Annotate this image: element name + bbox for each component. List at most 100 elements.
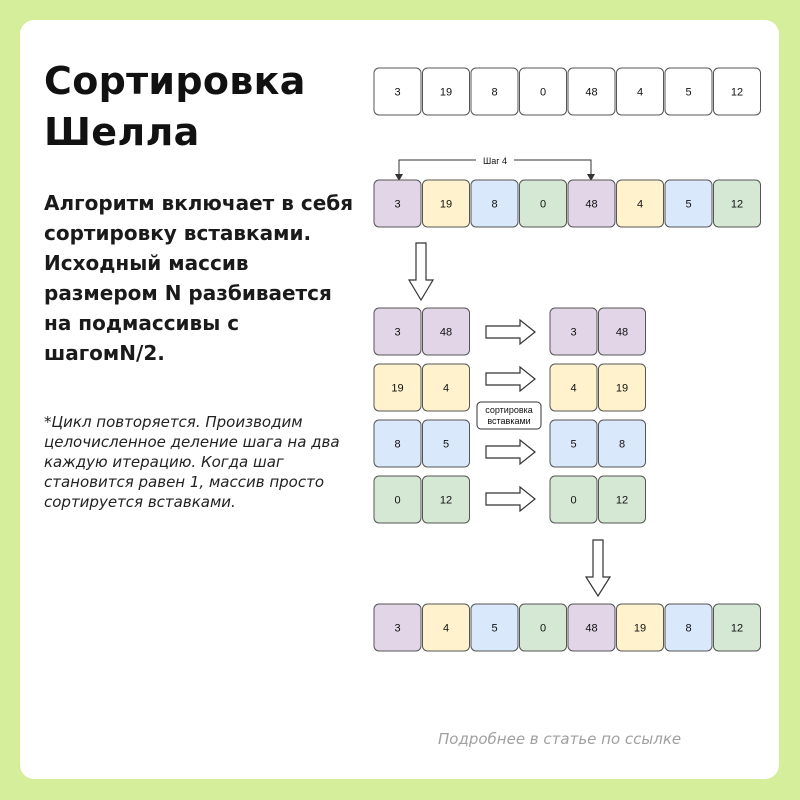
array-cell-box: [519, 67, 567, 116]
array-cell-box: [519, 603, 567, 652]
array-cell: 4: [422, 363, 470, 412]
array-cell-box: [598, 307, 646, 356]
array-cell-box: [422, 475, 470, 524]
algorithm-description: Алгоритм включает в себя сортировку вста…: [44, 191, 354, 365]
array-cell: 0: [519, 67, 567, 116]
array-cell: 19: [422, 67, 470, 116]
array-cell-box: [373, 67, 422, 116]
array-cell: 12: [422, 475, 470, 524]
down-arrow-icon: [584, 539, 612, 598]
array-cell: 5: [664, 179, 713, 228]
array-cell-value: 0: [540, 623, 546, 635]
array-cell-box: [373, 363, 422, 412]
array-cell-value: 8: [685, 623, 691, 635]
array-cell-box: [422, 307, 470, 356]
array-cell-value: 19: [391, 383, 403, 395]
array-cell-box: [519, 179, 567, 228]
article-link-text[interactable]: Подробнее в статье по ссылке: [438, 730, 682, 748]
array-cell: 4: [549, 363, 598, 412]
array-cell-value: 5: [491, 623, 497, 635]
array-cell: 0: [519, 603, 567, 652]
array-cell: 3: [549, 307, 598, 356]
footnote: *Цикл повторяется. Производим целочислен…: [44, 413, 340, 511]
array-cell-value: 0: [570, 495, 576, 507]
step-arrowhead-left: [395, 174, 403, 181]
array-cell-value: 48: [585, 87, 597, 99]
array-cell-value: 19: [634, 623, 646, 635]
array-cell: 19: [616, 603, 664, 652]
array-cell-box: [598, 363, 646, 412]
array-cell-box: [373, 179, 422, 228]
array-cell-value: 48: [440, 327, 452, 339]
sort-label-line-1: сортировка: [485, 405, 533, 415]
array-cell-value: 4: [637, 87, 643, 99]
step-indicator: Шаг 4: [395, 154, 595, 181]
array-cell-box: [470, 67, 519, 116]
array-cell-value: 3: [570, 327, 576, 339]
array-cell-value: 4: [637, 199, 643, 211]
array-cell: 3: [373, 179, 422, 228]
array-cell: 48: [567, 179, 616, 228]
array-cell-value: 3: [394, 327, 400, 339]
array-cell-box: [567, 67, 616, 116]
array-cell-value: 48: [585, 199, 597, 211]
array-cell: 48: [567, 603, 616, 652]
array-cell-value: 5: [570, 439, 576, 451]
down-arrow-icon: [407, 242, 435, 302]
array-cell-value: 4: [443, 623, 449, 635]
array-cell-value: 19: [440, 87, 452, 99]
info-card: Сортировка Шелла Алгоритм включает в себ…: [20, 20, 779, 779]
array-cell-box: [598, 475, 646, 524]
array-cell-value: 5: [443, 439, 449, 451]
array-cell-value: 3: [394, 87, 400, 99]
array-cell-value: 0: [394, 495, 400, 507]
array-cell-value: 0: [540, 199, 546, 211]
array-cell: 4: [616, 179, 664, 228]
array-cell-value: 8: [491, 87, 497, 99]
array-cell-value: 8: [619, 439, 625, 451]
array-cell-box: [713, 179, 761, 228]
array-cell-box: [422, 179, 470, 228]
array-cell-value: 4: [570, 383, 576, 395]
array-cell: 5: [422, 419, 470, 468]
array-cell-value: 5: [685, 87, 691, 99]
array-cell: 0: [373, 475, 422, 524]
array-cell-box: [664, 603, 713, 652]
array-cell-box: [664, 67, 713, 116]
array-cell-value: 8: [394, 439, 400, 451]
array-cell-box: [549, 419, 598, 468]
right-arrow-icon: [485, 485, 536, 513]
array-cell-box: [422, 363, 470, 412]
array-cell-box: [616, 603, 664, 652]
array-cell: 19: [373, 363, 422, 412]
array-cell: 5: [470, 603, 519, 652]
array-cell: 12: [713, 67, 761, 116]
array-cell-box: [598, 419, 646, 468]
title-line-1: Сортировка: [44, 59, 306, 103]
array-cell-box: [713, 67, 761, 116]
step-label-bg: [476, 154, 514, 166]
right-arrow-icon: [485, 318, 536, 346]
array-cell-value: 5: [685, 199, 691, 211]
array-cell-box: [616, 67, 664, 116]
array-cell-box: [470, 603, 519, 652]
array-cell-box: [549, 475, 598, 524]
right-arrows: [485, 318, 536, 513]
array-cell: 8: [664, 603, 713, 652]
array-cell: 0: [549, 475, 598, 524]
array-cell-value: 48: [616, 327, 628, 339]
array-cell: 8: [598, 419, 646, 468]
array-cell-box: [713, 603, 761, 652]
array-cell-value: 0: [540, 87, 546, 99]
array-cell-box: [422, 603, 470, 652]
array-cell-box: [470, 179, 519, 228]
array-cell-box: [373, 475, 422, 524]
array-cell-value: 12: [616, 495, 628, 507]
array-cell-value: 12: [731, 623, 743, 635]
step-arrowhead-right: [587, 174, 595, 181]
